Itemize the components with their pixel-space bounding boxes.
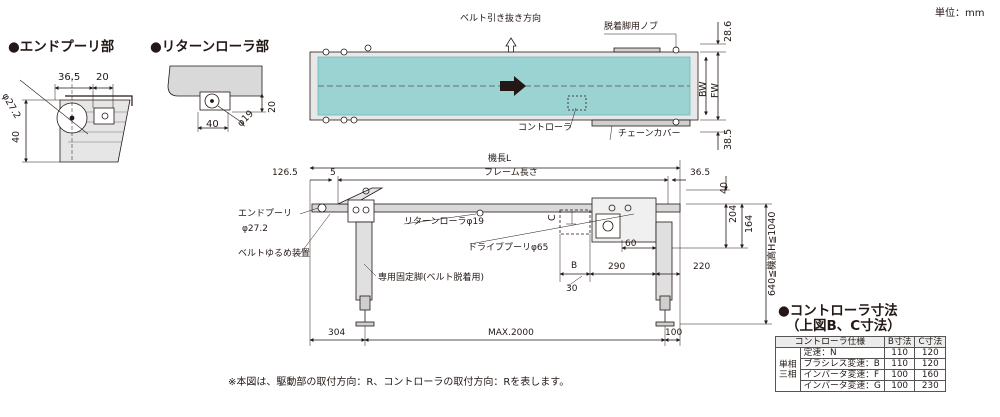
side-return-roller <box>476 209 484 217</box>
unit-label: 単位：mm <box>935 8 985 19</box>
end-pulley-dim-20: 20 <box>96 72 109 83</box>
side-dim-304: 304 <box>328 328 346 338</box>
table-group-single-phase: 単相 <box>779 359 797 370</box>
table-header-b: B寸法 <box>883 336 916 348</box>
belt-slack-label: ベルトゆるめ装置 <box>238 249 311 259</box>
table-row: 単相 三相 定速：N 110 120 <box>775 347 947 392</box>
side-dim-164: 164 <box>744 214 755 233</box>
end-pulley-detail <box>19 78 133 163</box>
top-view <box>309 22 726 150</box>
end-pulley-title: ●エンドプーリ部 <box>8 39 115 55</box>
side-dim-b: B <box>571 261 578 271</box>
top-dim-286: 28.6 <box>723 20 734 42</box>
table-header-c: C寸法 <box>914 336 947 348</box>
side-leg-left <box>355 221 373 301</box>
chain-cover-label: チェーンカバー <box>618 129 681 139</box>
return-roller-dim-20: 20 <box>267 100 278 113</box>
controller-spec-table: コントローラ仕様 B寸法 C寸法 単相 三相 定速：N 110 120 ブラシレ… <box>775 336 947 392</box>
table-row: インバータ変速：F 100 160 <box>776 369 947 381</box>
side-dim-365: 36.5 <box>690 168 711 178</box>
frame-length-label: フレーム長さ <box>484 168 538 178</box>
table-header-row: コントローラ仕様 B寸法 C寸法 <box>775 336 947 348</box>
table-cell-c: 120 <box>914 347 947 359</box>
end-pulley-dim-40: 40 <box>11 130 22 143</box>
top-dim-fw: FW <box>710 83 721 98</box>
side-dim-204: 204 <box>728 204 739 223</box>
side-dim-40: 40 <box>719 181 730 194</box>
side-dim-30: 30 <box>566 284 578 294</box>
chain-cover <box>591 119 691 127</box>
side-view <box>299 160 772 346</box>
table-cell-c: 160 <box>914 369 947 381</box>
end-pulley-label: エンドプーリ <box>238 209 293 219</box>
end-pulley-diameter-label: φ27.2 <box>242 224 268 234</box>
side-dim-5: 5 <box>330 168 336 178</box>
end-pulley-dim-365: 36.5 <box>58 72 81 83</box>
side-end-pulley <box>317 203 327 213</box>
table-cell-b: 110 <box>883 358 916 370</box>
table-cell-name: インバータ変速：G <box>799 380 885 392</box>
table-cell-name: 定速：N <box>799 347 885 359</box>
return-roller-title: ●リターンローラ部 <box>150 39 270 55</box>
side-dim-1265: 126.5 <box>272 168 298 178</box>
table-header-spec: コントローラ仕様 <box>775 336 885 348</box>
side-dim-220: 220 <box>693 262 711 272</box>
table-group-cell: 単相 三相 <box>775 347 801 392</box>
table-row: インバータ変速：G 100 230 <box>776 380 947 392</box>
controller-table-title: ●コントローラ寸法 <box>778 303 898 319</box>
side-dim-100: 100 <box>665 328 683 338</box>
release-knob-label: 脱着脚用ノブ <box>604 22 659 32</box>
table-cell-name: ブラシレス変速：B <box>799 358 885 370</box>
top-dim-385: 38.5 <box>723 128 734 150</box>
belt-direction-arrow <box>500 76 526 96</box>
side-dim-c: C <box>547 214 558 221</box>
table-cell-b: 100 <box>883 380 916 392</box>
height-range-label: 640≦機高H≦1040 <box>767 211 778 296</box>
side-dim-max: MAX.2000 <box>488 328 534 338</box>
side-dim-60: 60 <box>625 239 637 249</box>
table-row: ブラシレス変速：B 110 120 <box>776 358 947 370</box>
table-cell-c: 230 <box>914 380 947 392</box>
top-dim-bw: BW <box>698 81 709 97</box>
side-dim-290: 290 <box>608 262 626 272</box>
controller-label: コントローラ <box>518 123 573 133</box>
return-roller-side-label: リターンローラφ19 <box>404 217 484 227</box>
return-roller-frame <box>167 65 263 97</box>
fixed-leg-label: 専用固定脚(ベルト脱着用) <box>378 273 485 283</box>
belt-pullout-label: ベルト引き抜き方向 <box>460 14 542 24</box>
footnote: ※本図は、駆動部の取付方向：R、コントローラの取付方向：Rを表します。 <box>228 377 570 388</box>
drive-pulley-label: ドライブプーリφ65 <box>468 243 549 253</box>
table-cell-name: インバータ変速：F <box>799 369 885 381</box>
return-roller-detail <box>167 65 266 132</box>
belt-pullout-arrow <box>505 37 517 53</box>
table-cell-b: 110 <box>883 347 916 359</box>
side-frame <box>311 203 681 213</box>
table-cell-c: 120 <box>914 358 947 370</box>
table-cell-b: 100 <box>883 369 916 381</box>
return-roller-dim-40: 40 <box>206 119 219 130</box>
machine-length-label: 機長L <box>488 154 512 164</box>
controller-table-subtitle: （上図B、C寸法） <box>786 318 901 334</box>
table-group-three-phase: 三相 <box>779 369 797 380</box>
side-leg-right <box>655 221 673 301</box>
